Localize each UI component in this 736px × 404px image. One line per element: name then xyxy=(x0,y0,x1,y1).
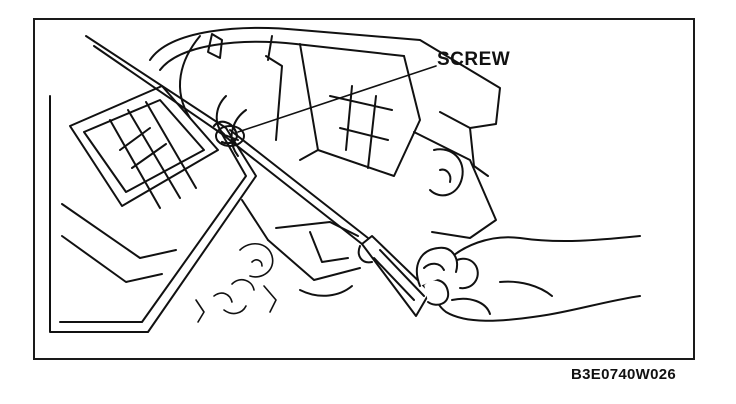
heater-unit-housing xyxy=(149,26,501,297)
screw xyxy=(215,125,245,147)
filter-cover-panel xyxy=(49,35,257,333)
callout-leader-line xyxy=(237,65,437,133)
lower-fittings xyxy=(195,243,277,323)
hand xyxy=(423,235,641,322)
screw-callout-label: SCREW xyxy=(437,49,511,70)
figure-code: B3E0740W026 xyxy=(571,366,677,383)
thumb xyxy=(415,246,458,287)
screwdriver xyxy=(212,120,431,317)
